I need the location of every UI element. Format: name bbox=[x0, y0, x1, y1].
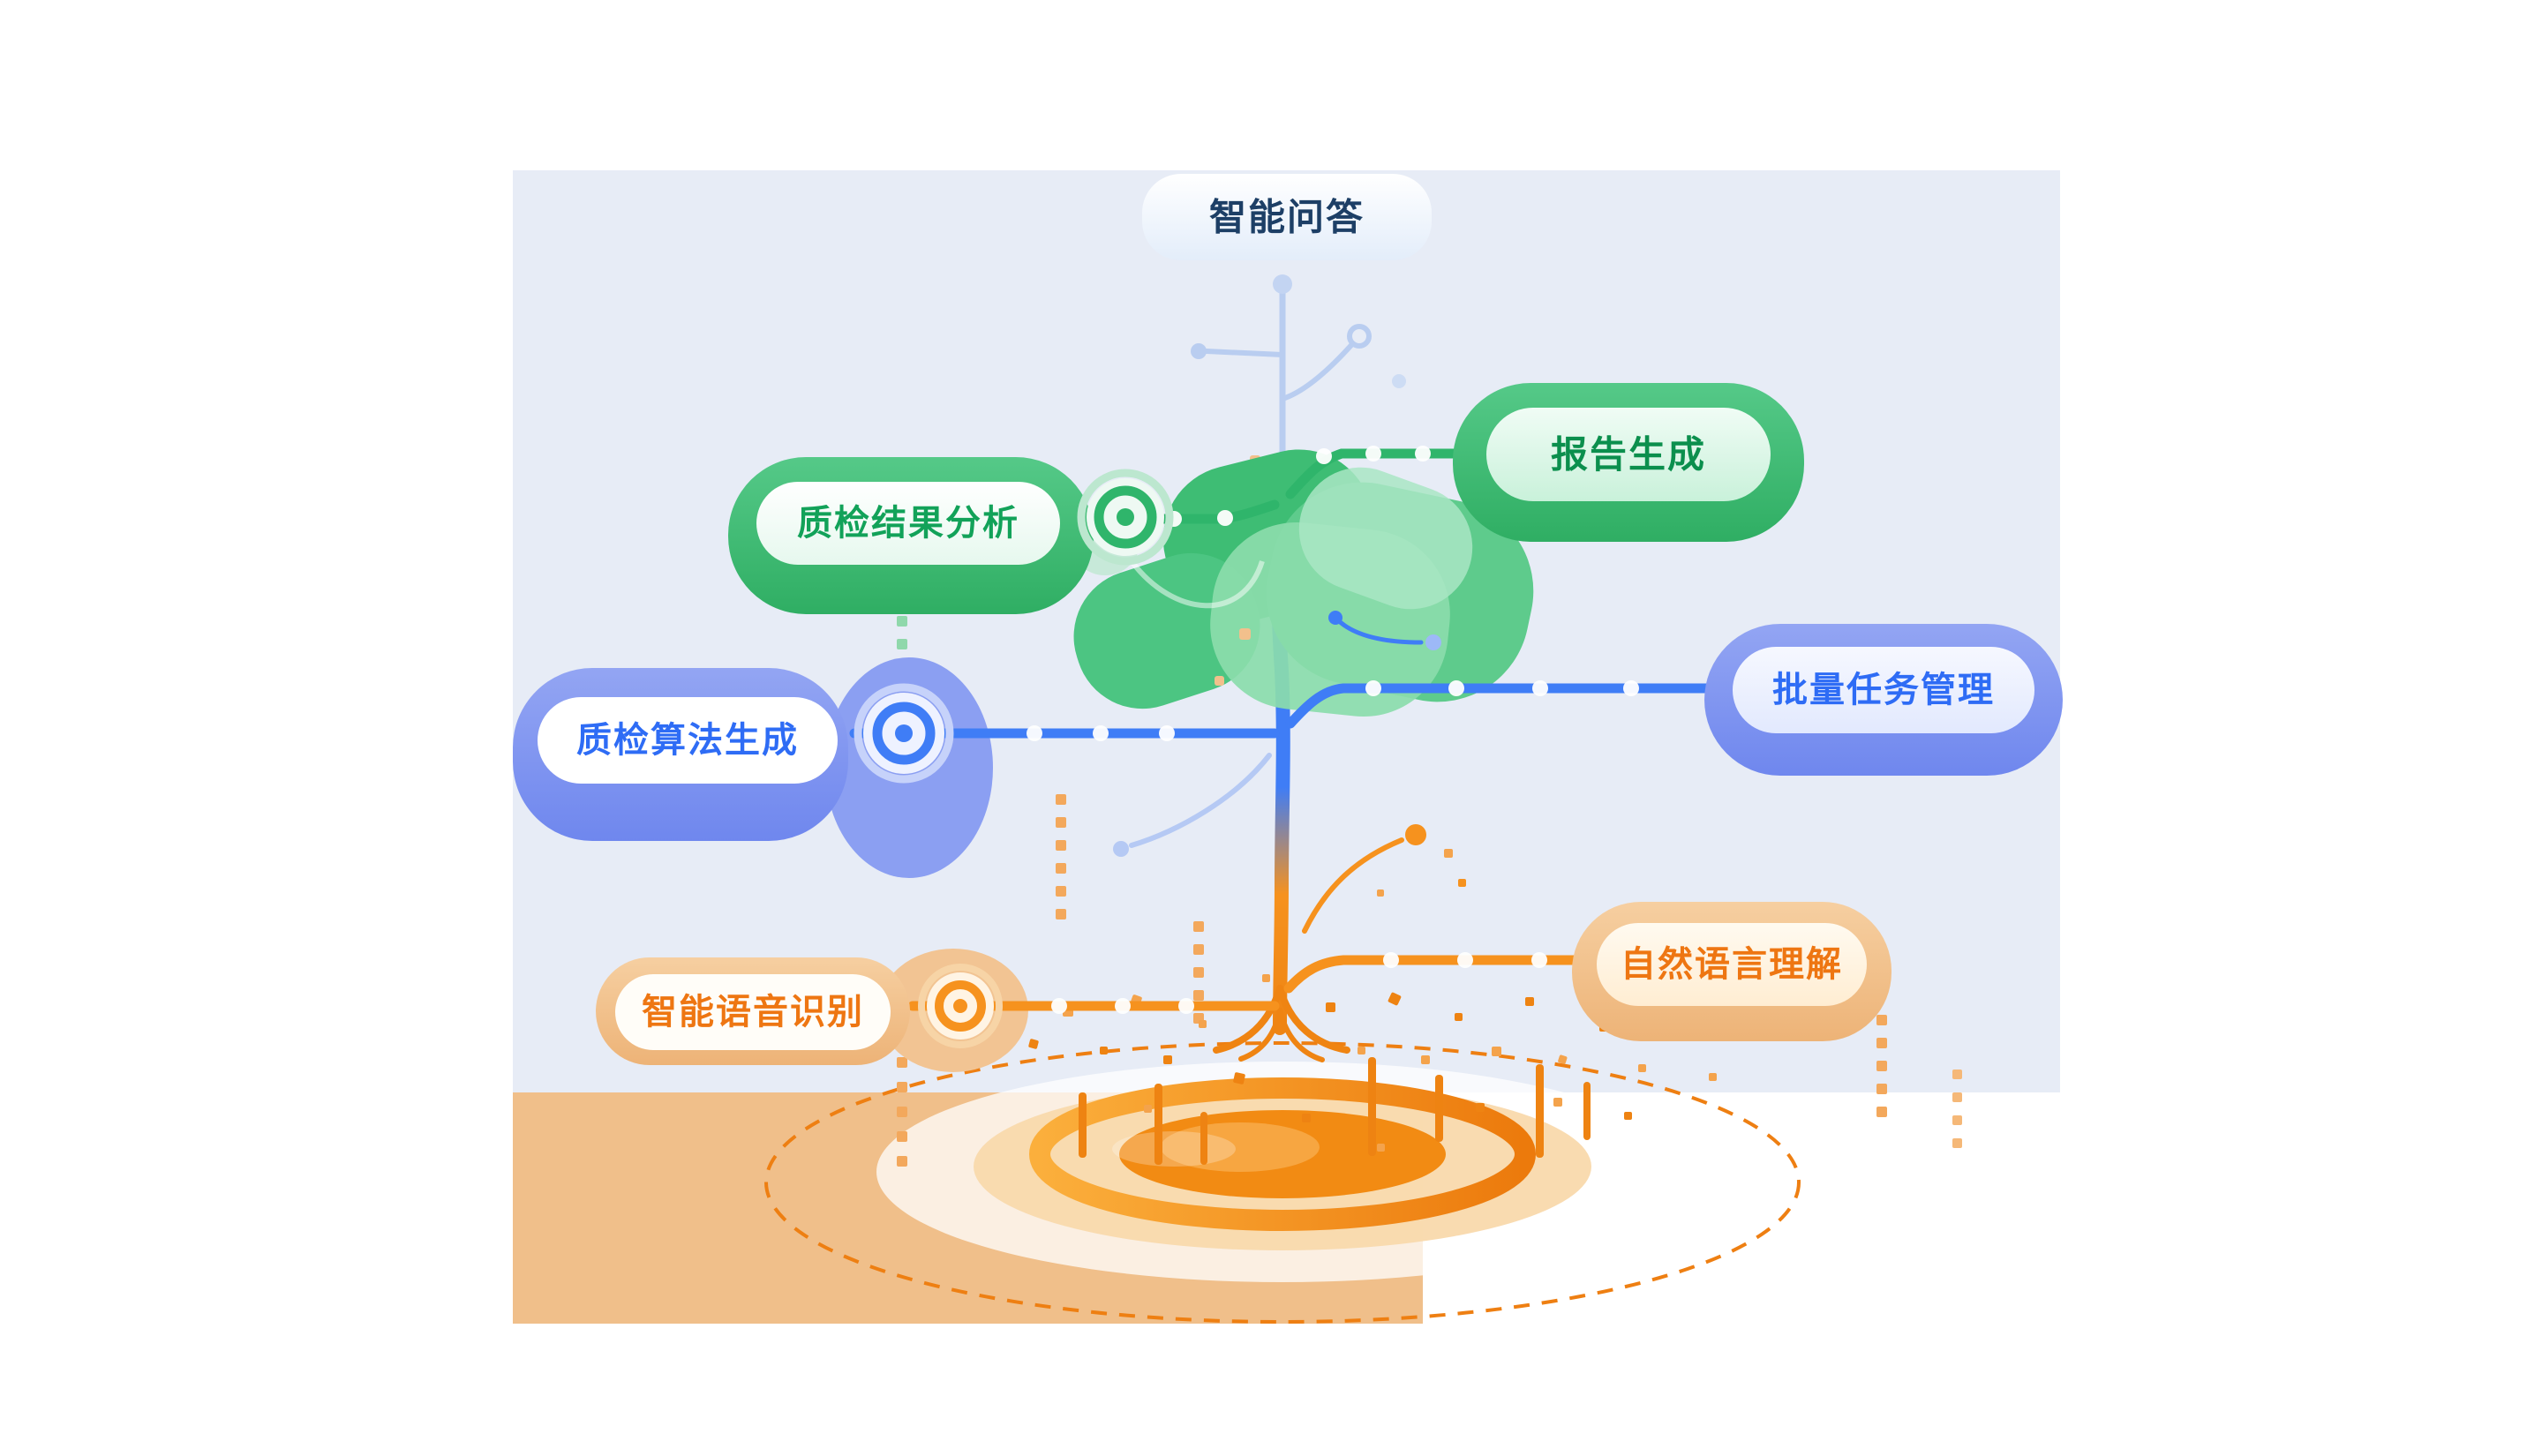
node-nlu-label: 自然语言理解 bbox=[1621, 945, 1843, 984]
stem-top-dot bbox=[1273, 274, 1292, 294]
twig-right-dot bbox=[1392, 374, 1406, 388]
twig-right-ring bbox=[1347, 324, 1372, 349]
soil-dashed-orbit bbox=[764, 1041, 1801, 1324]
soil-shine bbox=[1112, 1131, 1236, 1167]
branch-batch bbox=[1285, 683, 1718, 729]
blue-under-curve bbox=[1129, 753, 1272, 848]
node-report-label: 报告生成 bbox=[1551, 434, 1706, 476]
node-algorithm-label: 质检算法生成 bbox=[576, 721, 799, 760]
node-batch: 批量任务管理 bbox=[1704, 624, 2063, 776]
node-algorithm: 质检算法生成 bbox=[513, 668, 848, 841]
branch-report bbox=[1285, 448, 1481, 499]
node-nlu: 自然语言理解 bbox=[1572, 902, 1891, 1041]
orange-twig-dot bbox=[1405, 824, 1426, 845]
node-asr-label: 智能语音识别 bbox=[642, 993, 864, 1032]
node-report: 报告生成 bbox=[1453, 383, 1804, 542]
node-nlu-inner bbox=[1597, 923, 1867, 1006]
leaf-vein bbox=[1129, 559, 1265, 609]
blue-under-curve-dot bbox=[1113, 841, 1129, 857]
blue-twig-end-dot bbox=[1425, 634, 1441, 650]
node-batch-inner bbox=[1733, 647, 2034, 733]
node-report-inner bbox=[1486, 408, 1771, 501]
node-analysis-label: 质检结果分析 bbox=[797, 504, 1019, 543]
node-algorithm-inner bbox=[538, 697, 838, 784]
node-analysis: 质检结果分析 bbox=[728, 457, 1094, 614]
tree-roots bbox=[1213, 985, 1350, 1062]
connector-ring-green bbox=[1077, 469, 1174, 566]
blue-twig bbox=[1333, 615, 1424, 645]
node-qa-pill bbox=[1142, 174, 1432, 260]
connector-ring-blue bbox=[854, 683, 954, 784]
soil-orange-ring bbox=[1029, 1077, 1536, 1231]
branches bbox=[849, 446, 1718, 1014]
node-asr-inner bbox=[615, 974, 891, 1050]
node-analysis-inner bbox=[756, 482, 1060, 565]
leaf-cluster bbox=[1070, 449, 1534, 717]
node-asr: 智能语音识别 bbox=[596, 957, 910, 1065]
node-qa: 智能问答 bbox=[1142, 174, 1432, 260]
connector-ring-orange bbox=[918, 964, 1003, 1048]
branch-nlu bbox=[1283, 955, 1585, 994]
node-batch-label: 批量任务管理 bbox=[1772, 671, 1995, 709]
orange-twig bbox=[1302, 837, 1404, 934]
twig-left-dot bbox=[1191, 343, 1207, 359]
node-qa-label: 智能问答 bbox=[1209, 197, 1365, 238]
soil-pillars bbox=[1079, 1057, 1591, 1165]
